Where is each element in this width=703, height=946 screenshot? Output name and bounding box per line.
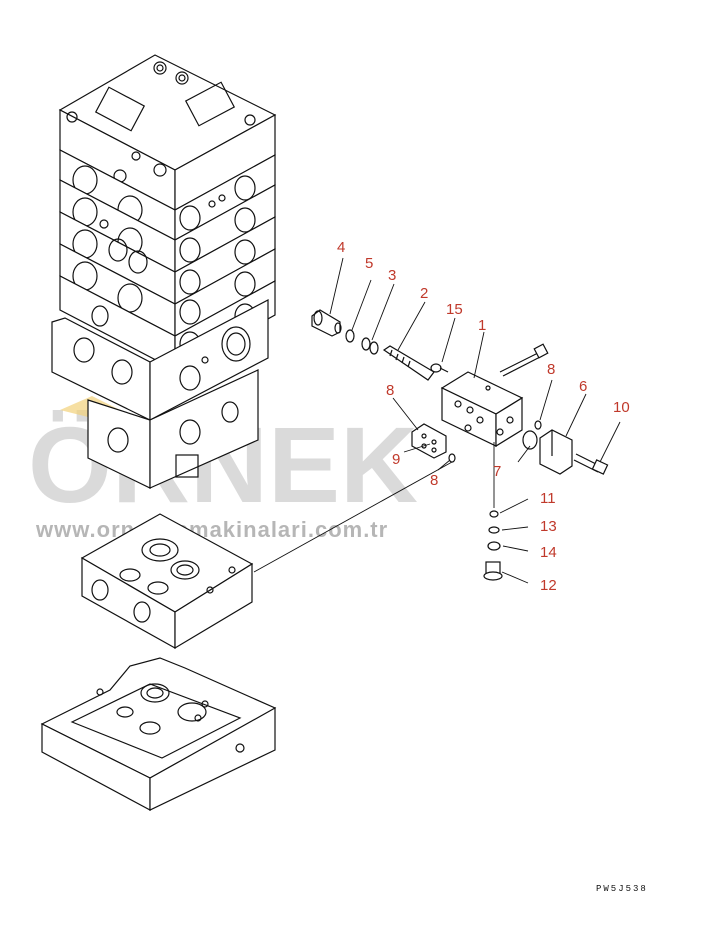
part-plate xyxy=(539,429,573,475)
drawing-code: PW5J538 xyxy=(596,884,648,894)
valve-stack xyxy=(51,54,277,489)
leader-lines xyxy=(253,257,621,584)
callout-8-upper-left: 8 xyxy=(386,382,394,399)
callout-10: 10 xyxy=(613,399,630,416)
watermark-url: www.orneki smakinalari.com.tr xyxy=(35,517,388,542)
callout-7: 7 xyxy=(493,463,501,480)
exploded-parts xyxy=(311,309,609,581)
part-bolt-small xyxy=(430,363,449,373)
part-o-ring xyxy=(361,337,371,351)
part-o-ring xyxy=(448,453,456,463)
callout-5: 5 xyxy=(365,255,373,272)
part-plug xyxy=(311,309,342,337)
part-spool xyxy=(382,345,435,381)
callout-11: 11 xyxy=(540,490,556,507)
part-gasket xyxy=(411,423,447,459)
callout-8-lower: 8 xyxy=(430,472,438,489)
callout-9: 9 xyxy=(392,451,400,468)
part-seal xyxy=(522,430,538,450)
callout-12: 12 xyxy=(540,577,557,594)
part-o-ring xyxy=(488,526,500,534)
part-bolt xyxy=(573,453,609,475)
callout-6: 6 xyxy=(579,378,587,395)
base-block xyxy=(40,657,277,812)
part-o-ring xyxy=(489,510,499,518)
callouts: 4 5 3 2 15 1 8 8 6 10 9 8 7 11 13 14 12 xyxy=(337,239,630,594)
callout-14: 14 xyxy=(540,544,557,561)
callout-8-right: 8 xyxy=(547,361,555,378)
part-plug xyxy=(483,561,503,581)
callout-3: 3 xyxy=(388,267,396,284)
callout-2: 2 xyxy=(420,285,428,302)
part-o-ring xyxy=(534,420,542,430)
callout-4: 4 xyxy=(337,239,345,256)
part-valve-block xyxy=(440,371,524,448)
cover-plate xyxy=(80,513,254,650)
part-o-ring xyxy=(369,341,379,355)
part-o-ring xyxy=(487,541,501,551)
callout-1: 1 xyxy=(478,317,486,334)
callout-15: 15 xyxy=(446,301,463,318)
callout-13: 13 xyxy=(540,518,557,535)
part-long-bolt xyxy=(499,343,549,377)
part-o-ring xyxy=(345,329,355,343)
